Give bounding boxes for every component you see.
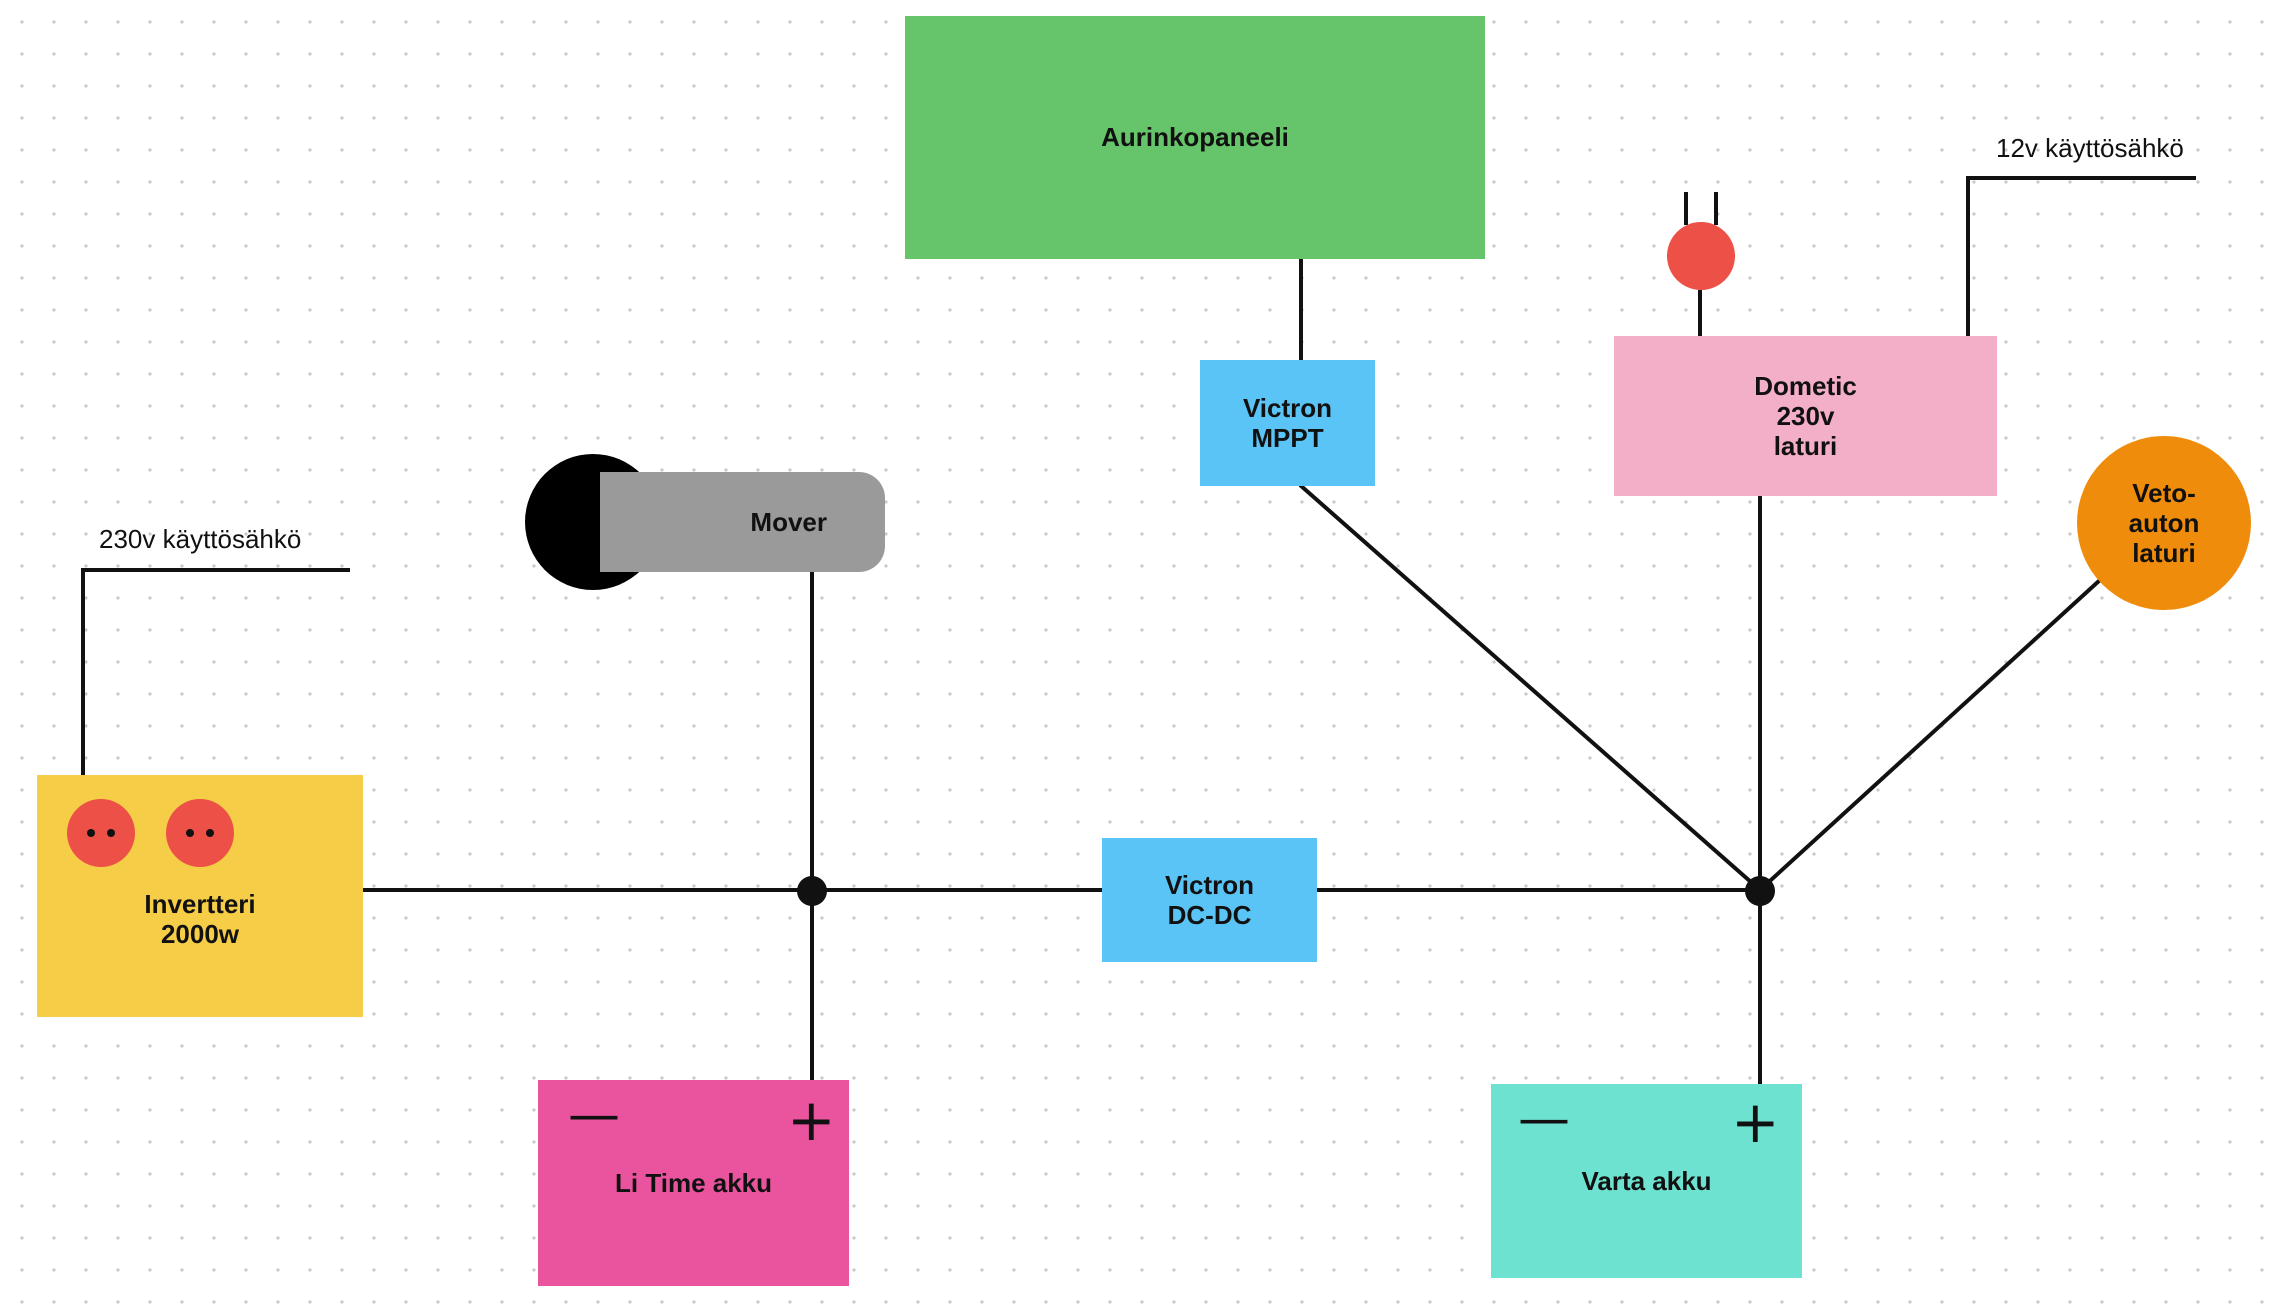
solar-panel-block[interactable]: Aurinkopaneeli [905, 16, 1485, 259]
vehicle-charger-block[interactable]: Veto- auton laturi [2077, 436, 2251, 610]
inverter-label: Invertteri 2000w [144, 889, 256, 949]
ac-output-label: 230v käyttösähkö [99, 524, 302, 554]
litime-battery-label: Li Time akku [614, 1167, 773, 1198]
dc-output-label: 12v käyttösähkö [1996, 133, 2184, 163]
mover-label: Mover [750, 506, 827, 537]
minus-terminal-icon: — [1518, 1089, 1570, 1149]
varta-battery-block[interactable]: Varta akku [1491, 1084, 1802, 1278]
wire-ac-output [81, 568, 350, 775]
victron-dcdc-block[interactable]: Victron DC-DC [1102, 838, 1317, 962]
plus-terminal-icon: + [1731, 1088, 1780, 1156]
junction-dot-right [1745, 876, 1775, 906]
victron-mppt-block[interactable]: Victron MPPT [1200, 360, 1375, 486]
mover-block[interactable]: Mover [600, 472, 885, 572]
varta-battery-label: Varta akku [1581, 1165, 1712, 1196]
wire-dc-output [1966, 176, 2196, 336]
wire-charger-junction [1758, 578, 2102, 892]
litime-battery-block[interactable]: Li Time akku [538, 1080, 849, 1286]
outlet-icon [67, 799, 135, 867]
minus-terminal-icon: — [568, 1085, 620, 1145]
outlet-icon [166, 799, 234, 867]
dometic-charger-block[interactable]: Dometic 230v laturi [1614, 336, 1997, 496]
wire-mppt-junction [1298, 483, 1762, 892]
junction-dot-left [797, 876, 827, 906]
plug-icon [1667, 222, 1735, 290]
plus-terminal-icon: + [787, 1086, 836, 1154]
